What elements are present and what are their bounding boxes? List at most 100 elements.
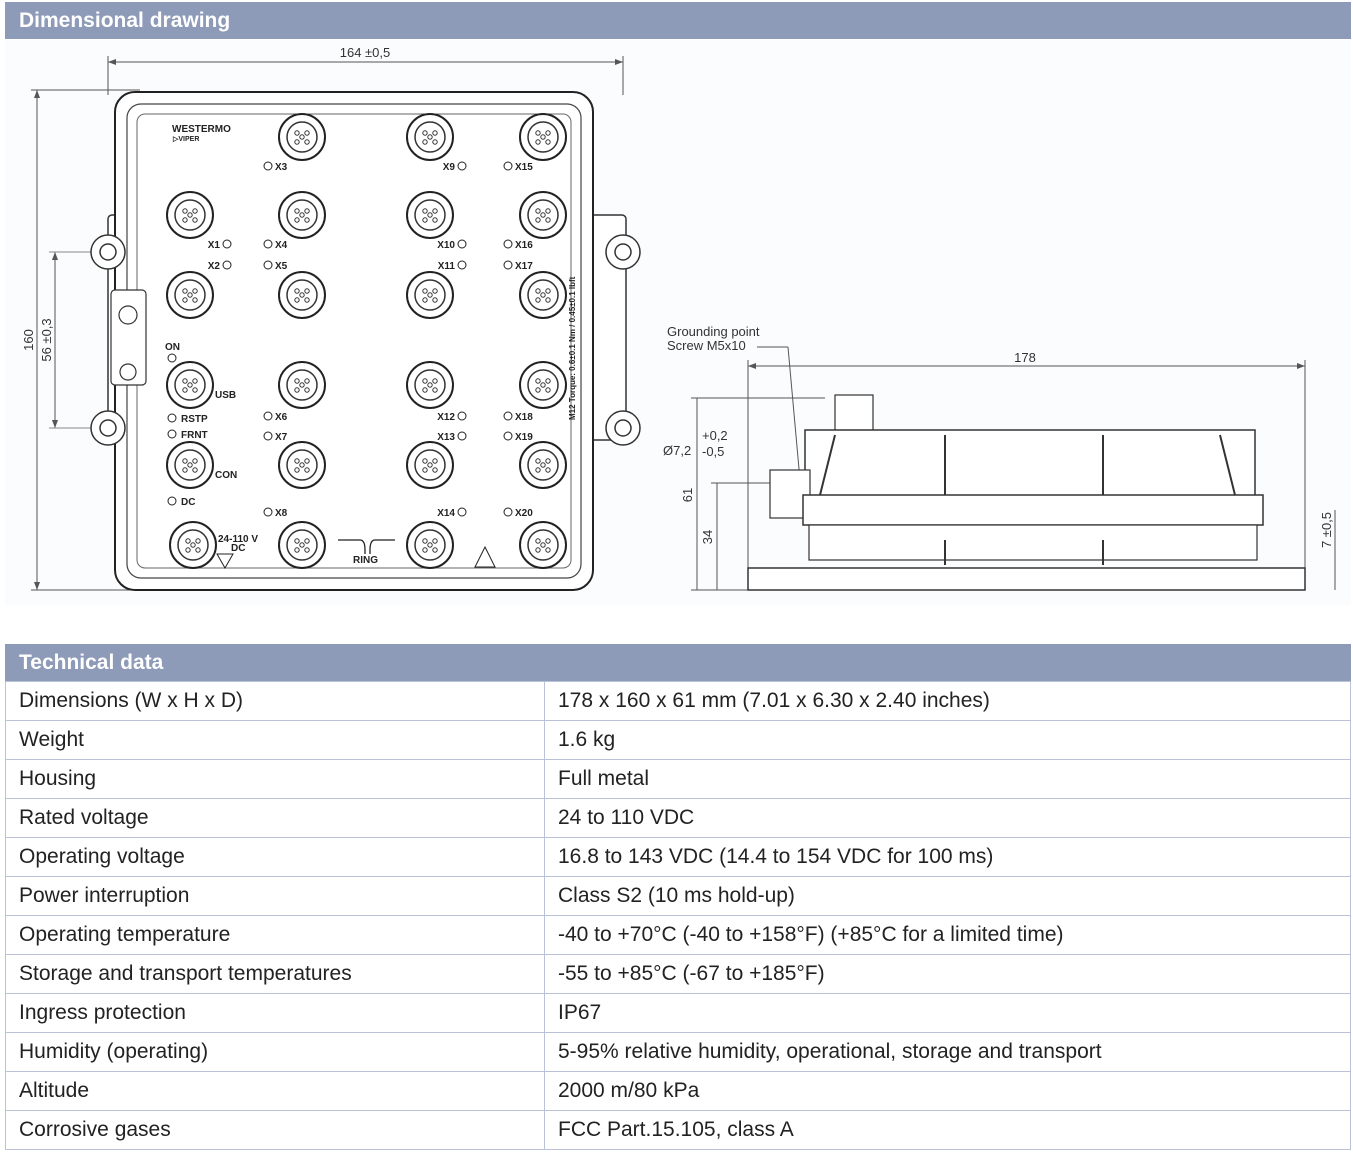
- technical-data-header: Technical data: [5, 644, 1351, 681]
- connectors: X1X2X3X4X5X6X7X8X9X10X11X12X13X14X15X16X…: [166, 113, 567, 569]
- port-label: X19: [515, 432, 533, 443]
- connector-pin: [187, 292, 193, 298]
- m12-connector-inner: [527, 279, 559, 311]
- connector-pin: [192, 387, 198, 393]
- table-row: Storage and transport temperatures-55 to…: [5, 954, 1351, 994]
- label-con: CON: [215, 470, 237, 481]
- connector-pin: [304, 297, 310, 303]
- m12-connector: [406, 361, 454, 409]
- connector-pin: [182, 378, 188, 384]
- connector-pin: [427, 292, 433, 298]
- table-row: Operating temperature-40 to +70°C (-40 t…: [5, 915, 1351, 955]
- port-label: X7: [275, 432, 288, 443]
- led-indicator: [222, 239, 232, 249]
- drawing-svg: 164 ±0,5 160 56 ±0,3 WESTERMO ▷VIPER M12…: [21, 45, 1336, 591]
- connector-pin: [422, 547, 428, 553]
- connector-pin: [432, 378, 438, 384]
- led-indicator: [457, 260, 467, 270]
- m12-connector-inner: [414, 121, 446, 153]
- grounding-line1: Grounding point: [667, 324, 760, 339]
- connector-pin: [182, 217, 188, 223]
- ground-icon: [118, 305, 138, 325]
- connector-pin: [535, 378, 541, 384]
- led-indicator: [263, 507, 273, 517]
- connector-pin: [432, 467, 438, 473]
- dim-side-base: 34: [700, 530, 715, 544]
- connector-pin: [432, 139, 438, 145]
- led-indicator: [457, 239, 467, 249]
- connector-pin: [304, 130, 310, 136]
- connector-pin: [294, 139, 300, 145]
- led-indicator: [503, 260, 513, 270]
- connector-pin: [427, 134, 433, 140]
- dimensional-drawing-header: Dimensional drawing: [5, 2, 1351, 39]
- brand-sub: ▷VIPER: [172, 136, 199, 143]
- m12-connector: [166, 361, 214, 409]
- m12-connector: [406, 521, 454, 569]
- connector-pin: [545, 297, 551, 303]
- connector-pin: [304, 538, 310, 544]
- m12-connector-inner: [527, 369, 559, 401]
- led-indicator: [222, 260, 232, 270]
- led-indicator: [457, 431, 467, 441]
- spec-value: -55 to +85°C (-67 to +185°F): [544, 954, 1351, 994]
- port-label: X15: [515, 162, 533, 173]
- connector-pin: [432, 217, 438, 223]
- led-indicator: [263, 260, 273, 270]
- m12-connector-inner: [414, 279, 446, 311]
- m12-connector: [406, 441, 454, 489]
- brand-logo: WESTERMO: [172, 124, 231, 135]
- port-label: X13: [437, 432, 455, 443]
- connector-pin: [182, 208, 188, 214]
- spec-value: Class S2 (10 ms hold-up): [544, 876, 1351, 916]
- connector-pin: [294, 547, 300, 553]
- table-row: Dimensions (W x H x D)178 x 160 x 61 mm …: [5, 681, 1351, 721]
- m12-connector-inner: [414, 449, 446, 481]
- connector-pin: [185, 547, 191, 553]
- connector-pin: [540, 462, 546, 468]
- dim-side-length: 178: [1014, 350, 1036, 365]
- connector-pin: [294, 387, 300, 393]
- m12-connector-inner: [174, 369, 206, 401]
- m12-connector: [278, 113, 326, 161]
- m12-connector-inner: [174, 199, 206, 231]
- ring-icon: [338, 539, 395, 554]
- front-labels: ON USB RSTP FRNT CON DC 24-110 V DC RING: [165, 342, 496, 570]
- led-indicator: [503, 431, 513, 441]
- connector-pin: [545, 387, 551, 393]
- m12-connector: [519, 113, 567, 161]
- connector-pin: [294, 467, 300, 473]
- connector-pin: [185, 538, 191, 544]
- m12-connector-inner: [414, 369, 446, 401]
- port-label: X3: [275, 162, 288, 173]
- m12-connector: [519, 361, 567, 409]
- m12-connector: [519, 191, 567, 239]
- connector-pin: [535, 217, 541, 223]
- m12-connector: [278, 441, 326, 489]
- label-ring: RING: [353, 555, 378, 566]
- m12-connector-inner: [286, 121, 318, 153]
- m12-connector: [169, 521, 217, 569]
- port-label: X8: [275, 508, 288, 519]
- table-row: Humidity (operating)5-95% relative humid…: [5, 1032, 1351, 1072]
- label-rstp: RSTP: [181, 414, 208, 425]
- connector-pin: [535, 297, 541, 303]
- label-dc: DC: [181, 497, 195, 508]
- spec-label: Altitude: [5, 1071, 545, 1111]
- connector-pin: [422, 467, 428, 473]
- m12-connector-inner: [286, 279, 318, 311]
- led-indicator: [457, 411, 467, 421]
- connector-pin: [432, 538, 438, 544]
- connector-pin: [192, 467, 198, 473]
- front-view: WESTERMO ▷VIPER M12 Torque: 0.6±0.1 Nm /…: [90, 91, 641, 591]
- connector-pin: [304, 217, 310, 223]
- connector-pin: [294, 378, 300, 384]
- technical-data-table: Dimensions (W x H x D)178 x 160 x 61 mm …: [5, 681, 1351, 1150]
- m12-connector-inner: [286, 369, 318, 401]
- connector-pin: [195, 538, 201, 544]
- connector-pin: [422, 378, 428, 384]
- m12-connector-inner: [527, 199, 559, 231]
- connector-pin: [190, 542, 196, 548]
- connector-pin: [294, 217, 300, 223]
